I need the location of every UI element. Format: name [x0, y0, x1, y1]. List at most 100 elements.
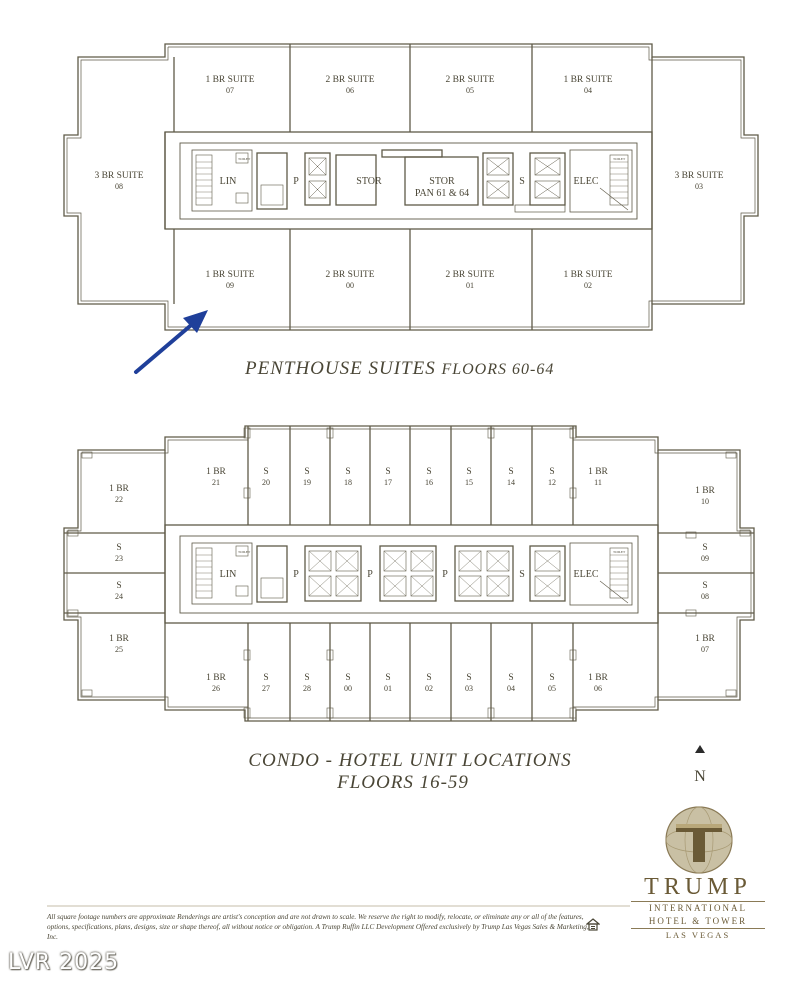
- unit-type: S: [508, 467, 513, 477]
- elevator-cab: [308, 550, 332, 572]
- penthouse-core-labels: LIN P STOR STOR PAN 61 & 64 S ELEC TOILE…: [220, 157, 626, 199]
- equal-housing-icon: [586, 918, 600, 931]
- unit-type: 1 BR: [206, 467, 226, 477]
- unit-type: S: [702, 581, 707, 591]
- unit-type: 1 BR: [695, 486, 715, 496]
- unit-type: S: [116, 543, 121, 553]
- unit-type: S: [116, 581, 121, 591]
- unit-number: 03: [465, 684, 473, 693]
- elevator-cab: [335, 575, 359, 597]
- unit-type: S: [702, 543, 707, 553]
- unit-number: 06: [346, 86, 354, 95]
- core-p: P: [293, 569, 299, 580]
- condo-core-labels: LIN P P P S ELEC TOILET TOILET: [220, 550, 626, 580]
- unit-number: 02: [584, 281, 592, 290]
- unit-number: 00: [344, 684, 352, 693]
- unit-type: 1 BR SUITE: [205, 270, 254, 280]
- elevator-cab: [458, 575, 482, 597]
- unit-type: 2 BR SUITE: [325, 270, 374, 280]
- unit-type: 2 BR SUITE: [445, 75, 494, 85]
- penthouse-unit-labels: 1 BR SUITE 07 2 BR SUITE 06 2 BR SUITE 0…: [94, 75, 723, 290]
- unit-number: 22: [115, 495, 123, 504]
- unit-number: 09: [701, 554, 709, 563]
- unit-number: 01: [466, 281, 474, 290]
- unit-number: 25: [115, 645, 123, 654]
- unit-type: S: [426, 467, 431, 477]
- unit-number: 23: [115, 554, 123, 563]
- core-lin: LIN: [220, 176, 237, 187]
- north-arrow-icon: [695, 745, 705, 753]
- unit-number: 08: [115, 182, 123, 191]
- elevator-cross: [410, 550, 434, 572]
- core-p: P: [367, 569, 373, 580]
- unit-number: 28: [303, 684, 311, 693]
- toilet-label: TOILET: [238, 157, 251, 161]
- condo-outline: [63, 425, 755, 722]
- unit-number: 12: [548, 478, 556, 487]
- core-s: S: [519, 569, 525, 580]
- unit-number: 21: [212, 478, 220, 487]
- elevator-cross: [308, 550, 332, 572]
- unit-type: S: [426, 673, 431, 683]
- core-stor: STOR: [429, 176, 455, 187]
- elevator-cross: [410, 575, 434, 597]
- pointer-arrow: [134, 310, 208, 374]
- unit-type: 1 BR SUITE: [205, 75, 254, 85]
- unit-number: 27: [262, 684, 270, 693]
- unit-type: S: [549, 673, 554, 683]
- toilet-label: TOILET: [613, 550, 626, 554]
- unit-number: 15: [465, 478, 473, 487]
- core-lin: LIN: [220, 569, 237, 580]
- elevator-cross: [383, 575, 407, 597]
- condo-subtitle: FLOORS 16-59: [336, 772, 469, 793]
- trump-brand-block: TRUMP INTERNATIONAL HOTEL & TOWER LAS VE…: [631, 873, 765, 941]
- elevator-cross: [308, 575, 332, 597]
- unit-number: 04: [584, 86, 592, 95]
- unit-type: 1 BR SUITE: [563, 75, 612, 85]
- elevator-cross: [458, 550, 482, 572]
- elevator-cab: [486, 575, 510, 597]
- elevator-cab: [410, 550, 434, 572]
- elevator-cross: [458, 575, 482, 597]
- core-elec: ELEC: [574, 569, 599, 580]
- unit-type: 3 BR SUITE: [94, 171, 143, 181]
- unit-number: 16: [425, 478, 433, 487]
- core-pan: PAN 61 & 64: [415, 188, 469, 199]
- unit-number: 19: [303, 478, 311, 487]
- unit-type: S: [345, 673, 350, 683]
- unit-type: 2 BR SUITE: [325, 75, 374, 85]
- north-label: N: [694, 768, 706, 785]
- unit-number: 02: [425, 684, 433, 693]
- core-s: S: [519, 176, 525, 187]
- elevator-cab: [335, 550, 359, 572]
- disclaimer-text: All square footage numbers are approxima…: [47, 913, 589, 941]
- penthouse-title: PENTHOUSE SUITES FLOORS 60-64: [244, 358, 554, 379]
- brand-line-2: HOTEL & TOWER: [648, 916, 748, 926]
- elevator-cab: [534, 575, 561, 597]
- elevator-cab: [308, 575, 332, 597]
- core-p: P: [442, 569, 448, 580]
- unit-number: 24: [115, 592, 123, 601]
- unit-type: 1 BR: [109, 634, 129, 644]
- elevator-cross: [486, 550, 510, 572]
- core-p: P: [293, 176, 299, 187]
- elevator-cross: [383, 550, 407, 572]
- brand-name: TRUMP: [644, 874, 752, 900]
- unit-type: S: [304, 673, 309, 683]
- unit-type: S: [466, 467, 471, 477]
- elevator-cab: [534, 550, 561, 572]
- unit-type: 1 BR: [695, 634, 715, 644]
- unit-type: S: [304, 467, 309, 477]
- unit-type: 1 BR: [109, 484, 129, 494]
- trump-globe-logo-icon: [665, 806, 733, 874]
- unit-type: S: [263, 467, 268, 477]
- unit-number: 09: [226, 281, 234, 290]
- toilet-label: TOILET: [613, 157, 626, 161]
- unit-number: 01: [384, 684, 392, 693]
- unit-type: S: [345, 467, 350, 477]
- elevator-cab: [486, 550, 510, 572]
- brand-city: LAS VEGAS: [631, 928, 765, 941]
- elevator-cab: [383, 550, 407, 572]
- unit-number: 14: [507, 478, 515, 487]
- unit-number: 07: [226, 86, 234, 95]
